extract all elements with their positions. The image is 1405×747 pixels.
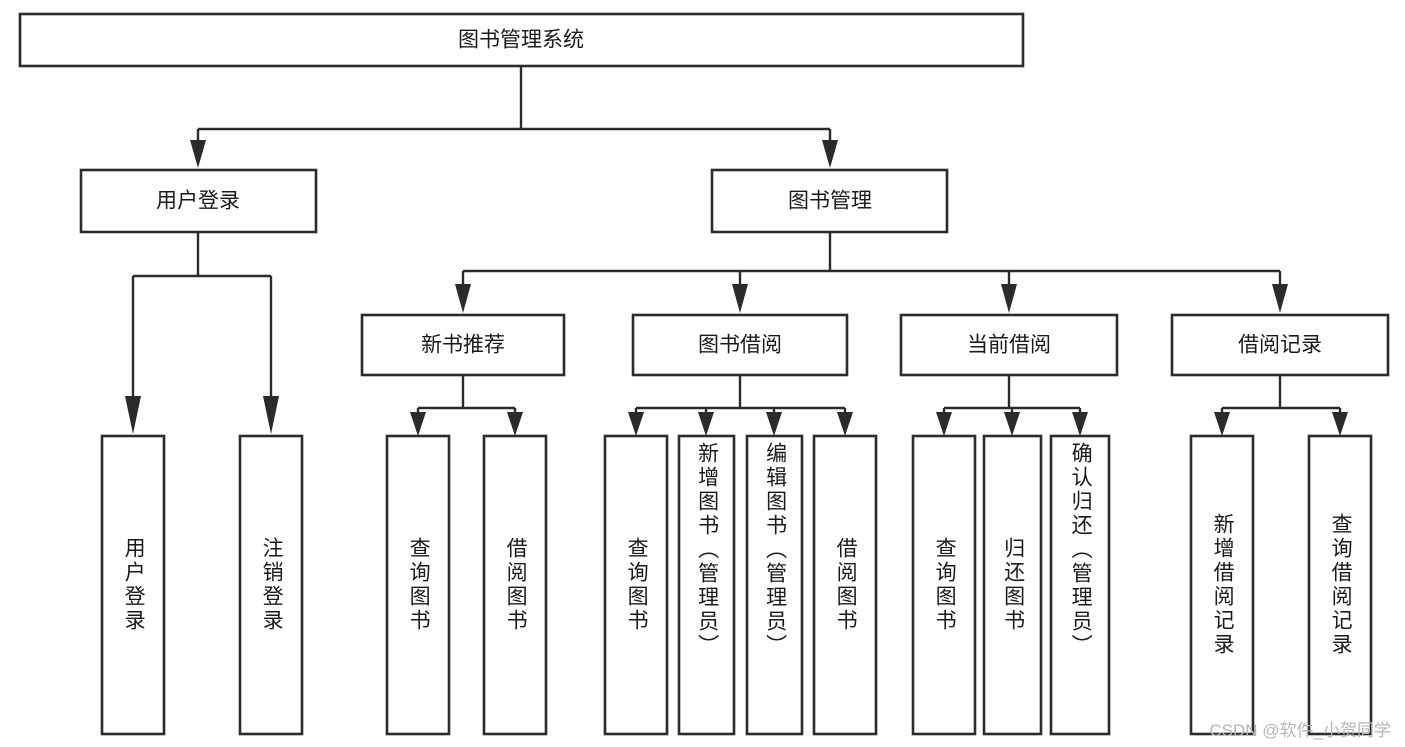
node-leaf-add-book-label: 新增图书（管理员）: [695, 442, 719, 658]
arrow-to-leaf-add-book: [698, 412, 714, 436]
node-leaf-confirm-return-label: 确认归还（管理员）: [1069, 442, 1093, 658]
node-boxes-layer: 图书管理系统 用户登录 图书管理 新书推荐 图书借阅 当前借阅 借阅记录: [18, 12, 1390, 736]
node-book-borrow-label: 图书借阅: [698, 334, 782, 357]
node-leaf-edit-book[interactable]: [745, 434, 804, 736]
node-root[interactable]: [18, 12, 1025, 68]
node-borrow-record[interactable]: [1170, 313, 1390, 377]
node-leaf-query-record-label: 查询借阅记录: [1329, 513, 1353, 657]
node-current-borrow-label: 当前借阅: [967, 334, 1051, 357]
node-leaf-borrow-book-2[interactable]: [812, 434, 878, 736]
node-new-book-recommend[interactable]: [360, 313, 566, 377]
arrow-to-leaf-query-book-1: [410, 412, 426, 436]
node-new-book-recommend-label: 新书推荐: [421, 334, 505, 357]
arrow-to-leaf-user-login: [125, 396, 141, 434]
node-book-borrow[interactable]: [631, 313, 849, 377]
arrow-to-book-management: [822, 140, 838, 168]
node-leaf-user-login[interactable]: [100, 434, 166, 736]
node-leaf-query-book-1-label: 查询图书: [407, 537, 431, 633]
node-leaf-edit-book-label: 编辑图书（管理员）: [763, 442, 787, 658]
arrow-to-leaf-query-record: [1332, 412, 1348, 436]
node-leaf-borrow-book-2-label: 借阅图书: [834, 537, 858, 633]
node-leaf-add-record-label: 新增借阅记录: [1211, 513, 1235, 657]
node-leaf-query-record[interactable]: [1307, 434, 1373, 736]
node-leaf-add-book[interactable]: [677, 434, 736, 736]
node-leaf-query-book-1[interactable]: [385, 434, 451, 736]
node-leaf-return-book[interactable]: [982, 434, 1043, 736]
arrow-to-current-borrow: [1001, 284, 1017, 313]
node-leaf-borrow-book-1[interactable]: [482, 434, 548, 736]
node-user-login[interactable]: [79, 168, 318, 234]
node-leaf-add-record[interactable]: [1189, 434, 1255, 736]
node-current-borrow[interactable]: [899, 313, 1119, 377]
watermark-label: CSDN @软件_小贺同学: [1209, 721, 1391, 740]
connectors-layer: [125, 66, 1348, 436]
node-leaf-query-book-2[interactable]: [603, 434, 669, 736]
node-leaf-user-logout-label: 注销登录: [260, 537, 284, 633]
node-leaf-return-book-label: 归还图书: [1001, 537, 1025, 633]
node-book-management-label: 图书管理: [788, 190, 872, 213]
arrow-to-leaf-add-record: [1214, 412, 1230, 436]
node-leaf-query-book-3[interactable]: [911, 434, 977, 736]
arrow-to-leaf-return-book: [1004, 412, 1020, 436]
arrow-to-leaf-borrow-book-1: [507, 412, 523, 436]
node-user-login-label: 用户登录: [156, 190, 240, 213]
arrow-to-borrow-record: [1272, 284, 1288, 313]
node-leaf-user-login-label: 用户登录: [122, 537, 146, 633]
arrow-to-leaf-borrow-book-2: [837, 412, 853, 436]
node-root-label: 图书管理系统: [458, 29, 584, 52]
node-leaf-query-book-3-label: 查询图书: [933, 537, 957, 633]
arrow-to-leaf-edit-book: [766, 412, 782, 436]
arrow-to-leaf-confirm-return: [1072, 412, 1088, 436]
node-book-management[interactable]: [710, 168, 949, 234]
arrow-to-user-login: [190, 140, 206, 168]
node-leaf-user-logout[interactable]: [238, 434, 304, 736]
node-leaf-query-book-2-label: 查询图书: [625, 537, 649, 633]
arrow-to-leaf-user-logout: [263, 396, 279, 434]
node-leaf-confirm-return[interactable]: [1049, 434, 1111, 736]
node-borrow-record-label: 借阅记录: [1238, 334, 1322, 357]
arrow-to-book-borrow: [732, 284, 748, 313]
arrow-to-leaf-query-book-3: [936, 412, 952, 436]
arrow-to-new-book-recommend: [455, 284, 471, 313]
arrow-to-leaf-query-book-2: [628, 412, 644, 436]
node-leaf-borrow-book-1-label: 借阅图书: [504, 537, 528, 633]
